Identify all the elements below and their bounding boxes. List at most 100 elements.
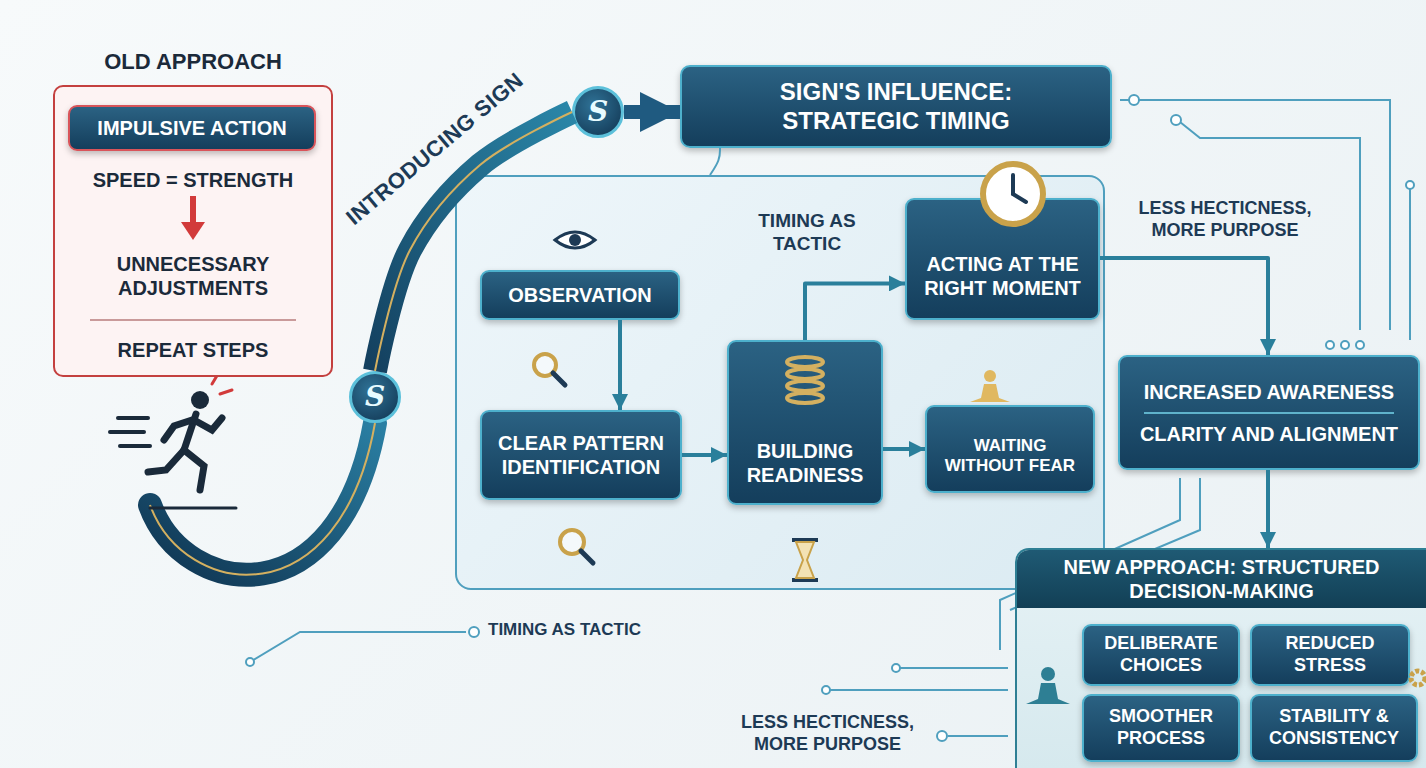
node-text: ACTING AT THE RIGHT MOMENT: [915, 252, 1090, 300]
node-text: CLEAR PATTERN IDENTIFICATION: [490, 431, 672, 479]
spring-coil: [787, 357, 823, 367]
speed-line: [110, 430, 144, 434]
speed-line: [120, 444, 150, 448]
node-text: NEW APPROACH: STRUCTURED DECISION-MAKING: [1017, 550, 1426, 608]
gear-ring: [1411, 671, 1425, 685]
clock-hand: [1011, 175, 1015, 194]
spring-coil: [787, 369, 823, 379]
result-box: INCREASED AWARENESS CLARITY AND ALIGNMENT: [1118, 355, 1420, 470]
big-arrow: [624, 105, 680, 119]
circuit-dot: [1129, 95, 1139, 105]
divider-line: [90, 319, 296, 321]
eye-pupil: [569, 234, 581, 246]
node-text: WAITING WITHOUT FEAR: [935, 436, 1085, 477]
flow-arrow: [1100, 258, 1268, 355]
outcome-box: STABILITY & CONSISTENCY: [1250, 694, 1418, 762]
circuit-dot: [1406, 181, 1414, 189]
running-figure: [110, 374, 236, 508]
note-label: LESS HECTICNESS, MORE PURPOSE: [1120, 198, 1330, 241]
node-text: INCREASED AWARENESS: [1144, 380, 1394, 414]
swoosh-connector: [375, 112, 572, 371]
arrow-shaft: [190, 196, 196, 224]
node-subtext: CLARITY AND ALIGNMENT: [1140, 422, 1398, 446]
node-text: IMPULSIVE ACTION: [97, 116, 286, 140]
label-holder: LESS HECTICNESS, MORE PURPOSE: [720, 712, 935, 755]
gear-icon: [1411, 671, 1425, 685]
node-text: S: [365, 380, 385, 414]
figure-head: [191, 391, 209, 409]
node-subtext: REPEAT STEPS: [65, 338, 321, 362]
speed-line: [118, 416, 148, 420]
node-text: DELIBERATE CHOICES: [1092, 633, 1230, 676]
meditator-body: [1026, 683, 1070, 704]
circuit-line: [900, 667, 1008, 669]
link-line: [710, 148, 720, 175]
circuit-dot: [1356, 341, 1364, 349]
meditator-body: [970, 384, 1010, 402]
spring-icon: [787, 357, 823, 403]
leader-line: [948, 735, 1008, 737]
spark-line: [220, 390, 232, 394]
label-holder: TIMING AS TACTIC: [488, 620, 718, 640]
leader-line: [250, 632, 466, 662]
magnifier-icon: [534, 354, 565, 385]
node-text: S: [588, 95, 608, 129]
connector-layer: [375, 112, 1268, 548]
node-text: REDUCED STRESS: [1260, 633, 1400, 676]
process-box: OBSERVATION: [480, 270, 680, 320]
hourglass-glass: [796, 542, 814, 578]
swoosh-gold-line: [375, 112, 572, 371]
figure-leg: [148, 450, 184, 472]
handle: [581, 551, 593, 563]
spring-coil: [787, 393, 823, 403]
eye-icon: [555, 232, 595, 248]
node-text: TIMING AS TACTIC: [742, 210, 872, 256]
figure-leg: [184, 450, 204, 490]
leader-label: TIMING AS TACTIC: [488, 620, 718, 640]
circuit-line: [1409, 185, 1411, 340]
circuit-dot: [822, 686, 830, 694]
outcome-box: SMOOTHER PROCESS: [1082, 694, 1240, 762]
process-box: CLEAR PATTERN IDENTIFICATION: [480, 410, 682, 500]
node-text: SMOOTHER PROCESS: [1092, 706, 1230, 749]
sign-icon: S: [572, 86, 624, 138]
sign-icon: S: [349, 371, 401, 423]
red-down-arrow: [181, 196, 205, 240]
figure-arm: [194, 418, 222, 430]
eye-outline: [555, 232, 595, 248]
circuit-dot: [1171, 115, 1181, 125]
process-box: WAITING WITHOUT FEAR: [925, 405, 1095, 493]
figure-arm: [164, 420, 192, 440]
flow-arrow: [883, 447, 925, 451]
meditator-head: [1041, 667, 1055, 681]
flow-arrow: [1266, 470, 1270, 548]
node-text: OLD APPROACH: [65, 49, 321, 75]
leader-dot: [469, 627, 479, 637]
circuit-line: [1120, 100, 1390, 330]
clock-icon: [983, 164, 1043, 224]
outcome-box: REDUCED STRESS: [1250, 624, 1410, 686]
clock-hand: [1013, 194, 1026, 202]
outcome-box: DELIBERATE CHOICES: [1082, 624, 1240, 686]
circuit-dot: [1341, 341, 1349, 349]
leader-dot: [937, 731, 947, 741]
node-subtext: UNNECESSARY ADJUSTMENTS: [78, 252, 308, 300]
note-label: LESS HECTICNESS, MORE PURPOSE: [720, 712, 935, 755]
magnifier-icon: [560, 530, 593, 563]
process-box: BUILDING READINESS: [727, 340, 883, 505]
new-approach-panel: DELIBERATE CHOICES REDUCED STRESS SMOOTHER…: [1015, 548, 1426, 768]
spring-coil: [787, 381, 823, 391]
meditator-icon: [970, 370, 1010, 402]
process-box: IMPULSIVE ACTION: [68, 105, 316, 151]
node-text: SIGN'S INFLUENCE: STRATEGIC TIMING: [731, 78, 1061, 136]
circuit-dot: [892, 664, 900, 672]
flow-arrow: [682, 453, 727, 457]
flow-arrow: [805, 283, 905, 340]
flow-arrow: [618, 320, 622, 410]
meditator-icon: [1026, 667, 1070, 704]
meditator-head: [984, 370, 996, 382]
circuit-line: [830, 689, 1008, 691]
node-text: STABILITY & CONSISTENCY: [1260, 706, 1408, 749]
node-text: BUILDING READINESS: [737, 439, 873, 487]
